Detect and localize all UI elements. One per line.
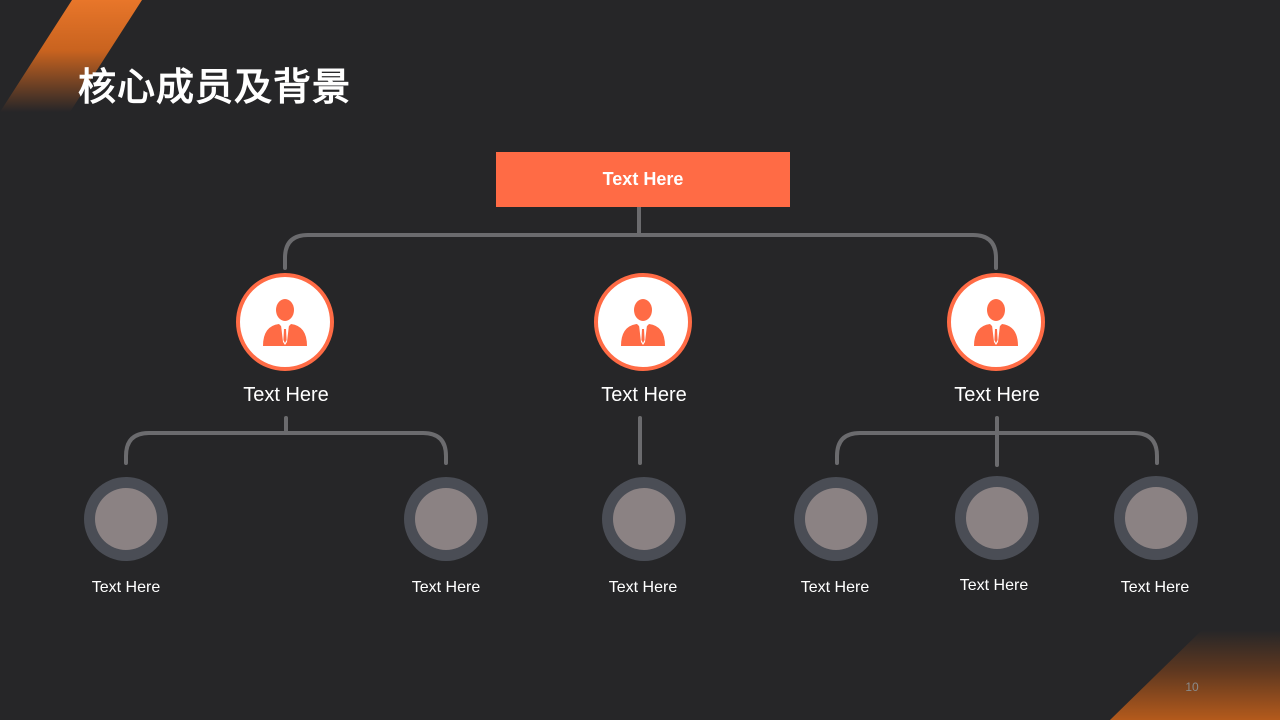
member-label: Text Here bbox=[959, 577, 1029, 594]
manager-avatar bbox=[594, 273, 692, 371]
manager-avatar bbox=[236, 273, 334, 371]
member-label: Text Here bbox=[1120, 579, 1190, 596]
slide-title: 核心成员及背景 bbox=[78, 67, 352, 109]
person-icon bbox=[621, 299, 665, 346]
member-avatar-inner bbox=[95, 488, 157, 550]
member-avatar bbox=[1114, 476, 1198, 560]
member-label: Text Here bbox=[91, 579, 161, 596]
connector-left-branch bbox=[124, 431, 448, 465]
member-avatar bbox=[955, 476, 1039, 560]
member-avatar-inner bbox=[613, 488, 675, 550]
manager-label: Text Here bbox=[243, 384, 329, 406]
manager-avatar bbox=[947, 273, 1045, 371]
member-avatar bbox=[84, 477, 168, 561]
member-avatar bbox=[404, 477, 488, 561]
connector-right-branch bbox=[835, 431, 1159, 465]
person-icon bbox=[263, 299, 307, 346]
manager-label: Text Here bbox=[954, 384, 1040, 406]
member-avatar-inner bbox=[415, 488, 477, 550]
member-label: Text Here bbox=[411, 579, 481, 596]
member-avatar-inner bbox=[805, 488, 867, 550]
top-node: Text Here bbox=[496, 152, 790, 207]
manager-label: Text Here bbox=[601, 384, 687, 406]
member-avatar bbox=[794, 477, 878, 561]
member-avatar bbox=[602, 477, 686, 561]
page-number: 10 bbox=[1185, 680, 1199, 694]
member-avatar-inner bbox=[966, 487, 1028, 549]
member-avatar-inner bbox=[1125, 487, 1187, 549]
connector-level1 bbox=[283, 233, 998, 270]
member-label: Text Here bbox=[800, 579, 870, 596]
person-icon bbox=[974, 299, 1018, 346]
member-label: Text Here bbox=[608, 579, 678, 596]
